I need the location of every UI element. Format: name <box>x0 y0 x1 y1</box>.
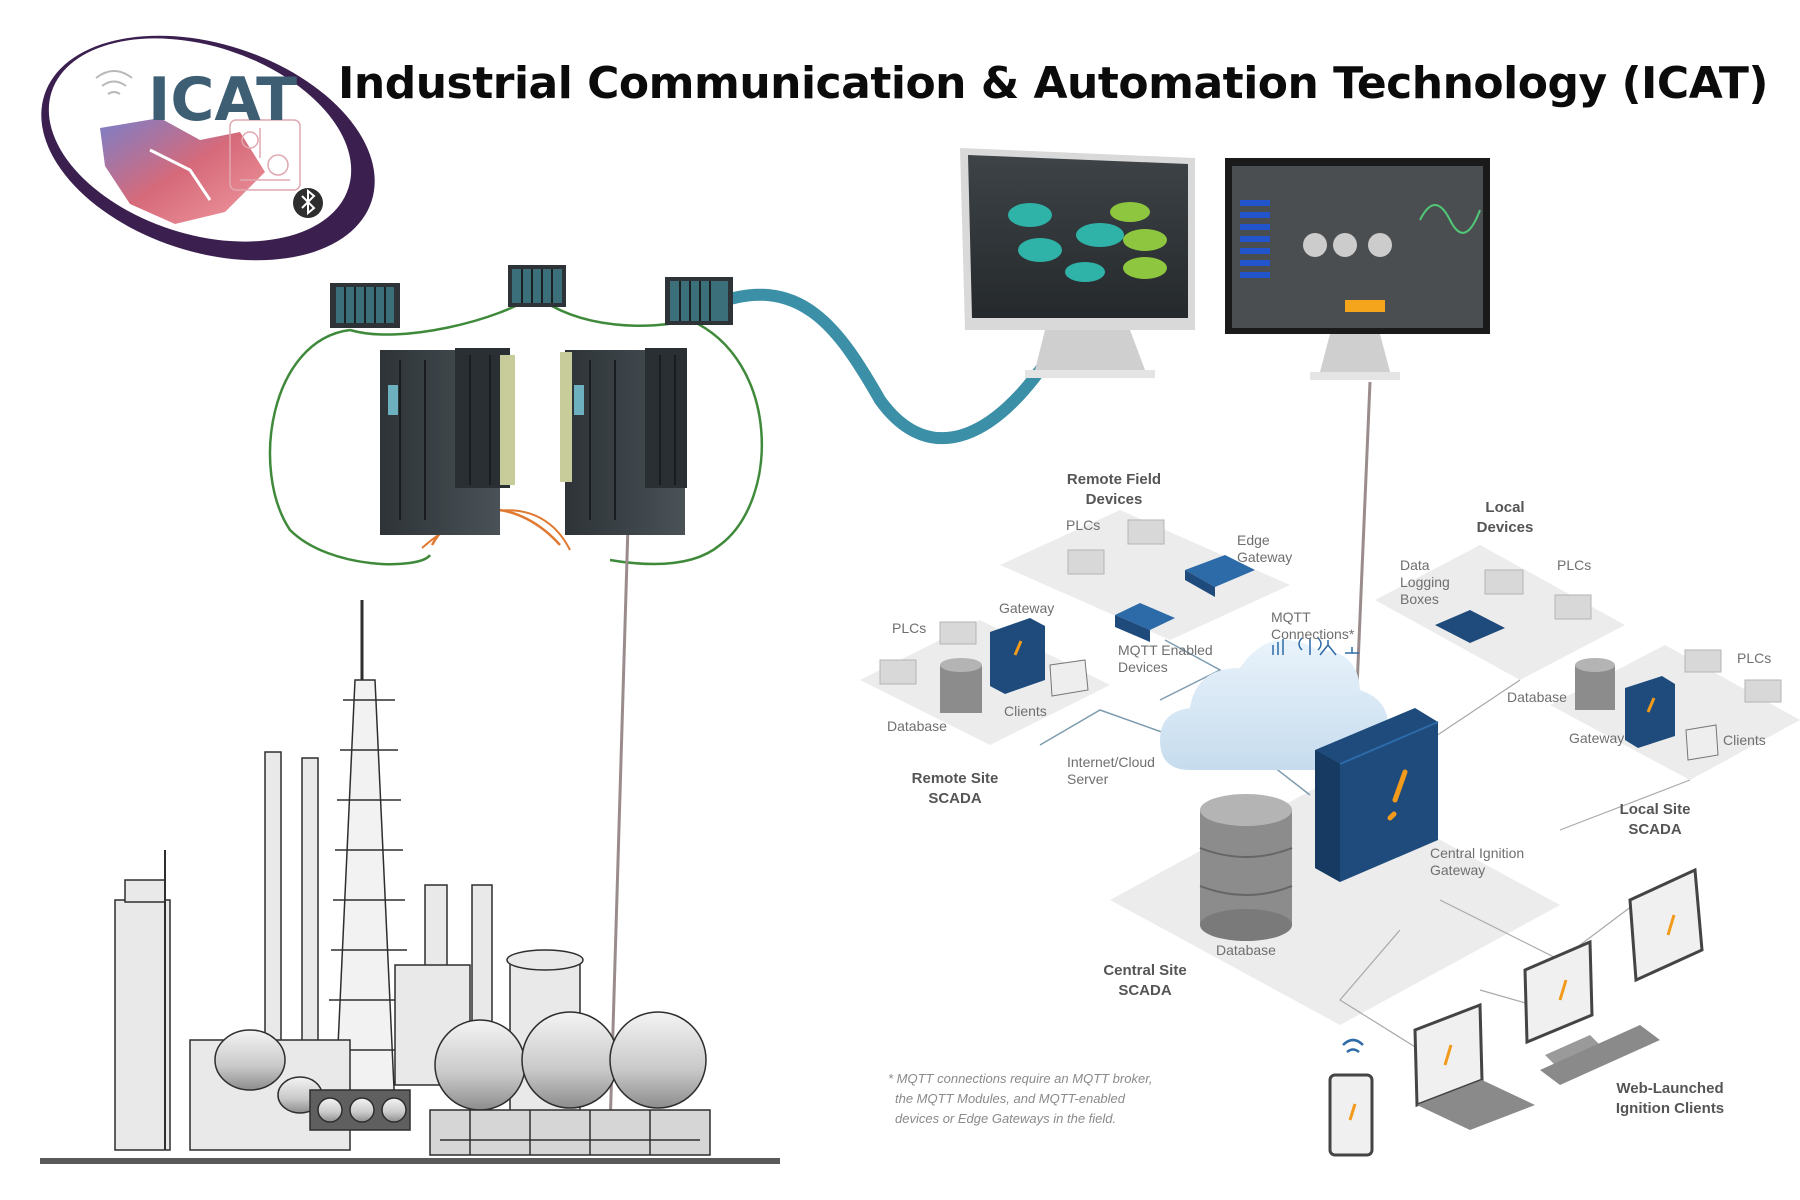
laptop-client-icon <box>1413 1002 1535 1130</box>
data-logging-label: Data <box>1400 557 1430 573</box>
io-module-center <box>508 265 566 307</box>
remote-site-gateway-label: Gateway <box>999 600 1054 616</box>
logo-text: ICAT <box>148 65 297 135</box>
local-devices-plcs-label: PLCs <box>1557 557 1591 573</box>
hmi-monitor-right <box>1225 158 1490 380</box>
central-site-title: Central Site <box>1103 962 1186 979</box>
bluetooth-icon <box>293 188 323 218</box>
central-database-icon <box>1199 794 1293 941</box>
mqtt-enabled-devices-label: MQTT Enabled <box>1118 642 1213 658</box>
remote-database-icon <box>940 658 982 713</box>
local-database-icon <box>1575 658 1615 710</box>
footnote-line1: * MQTT connections require an MQTT broke… <box>888 1071 1152 1086</box>
remote-gateway-server <box>990 618 1045 694</box>
remote-site-clients-label: Clients <box>1004 703 1047 719</box>
plc-icon <box>1554 594 1592 620</box>
plc-icon <box>1067 549 1105 575</box>
scada-architecture: Remote Field Devices PLCs Edge Gateway M… <box>860 471 1800 1157</box>
mqtt-enabled-devices-label-2: Devices <box>1118 659 1168 675</box>
plc-icon <box>1684 649 1722 673</box>
laptop-icon <box>1049 659 1719 761</box>
plc-icon <box>1127 519 1165 545</box>
plc-icon <box>939 621 977 645</box>
plc-icon <box>879 659 917 685</box>
local-devices-title-2: Devices <box>1477 519 1534 536</box>
central-site-title-2: SCADA <box>1118 982 1172 999</box>
data-logging-label-3: Boxes <box>1400 591 1439 607</box>
mqtt-connections-label: MQTT <box>1271 609 1311 625</box>
edge-gateway-label-2: Gateway <box>1237 549 1292 565</box>
central-gateway-label: Central Ignition <box>1430 845 1524 861</box>
cloud-server-label-2: Server <box>1067 771 1109 787</box>
icat-logo: ICAT <box>41 35 375 261</box>
remote-site-title-2: SCADA <box>928 790 982 807</box>
data-logging-box <box>1435 610 1505 643</box>
io-module-left <box>330 283 400 328</box>
central-gateway-label-2: Gateway <box>1430 862 1485 878</box>
cloud-icon <box>1160 639 1389 770</box>
mqtt-connection-icons <box>1272 637 1359 656</box>
local-site-database-label: Database <box>1507 689 1567 705</box>
monitor-client-icon <box>1523 939 1660 1085</box>
edge-gateway-label: Edge <box>1237 532 1270 548</box>
mqtt-connections-label-2: Connections* <box>1271 626 1355 642</box>
cloud-server-label: Internet/Cloud <box>1067 754 1155 770</box>
local-site-title-2: SCADA <box>1628 821 1682 838</box>
footnote-line3: devices or Edge Gateways in the field. <box>895 1111 1116 1126</box>
local-devices-title: Local <box>1485 499 1524 516</box>
local-gateway-server <box>1625 676 1675 748</box>
remote-field-devices-title: Remote Field <box>1067 471 1161 488</box>
local-site-gateway-label: Gateway <box>1569 730 1624 746</box>
remote-site-database-label: Database <box>887 718 947 734</box>
handshake-icon <box>100 118 301 224</box>
plc-rack-right <box>560 348 687 535</box>
local-site-clients-label: Clients <box>1723 732 1766 748</box>
page-title: Industrial Communication & Automation Te… <box>338 58 1768 109</box>
central-database-label: Database <box>1216 942 1276 958</box>
wifi-icon <box>95 70 133 95</box>
local-site-plcs-label: PLCs <box>1737 650 1771 666</box>
phone-client-icon <box>1328 1038 1374 1157</box>
central-gateway-server <box>1315 708 1439 882</box>
remote-field-plcs-label: PLCs <box>1066 517 1100 533</box>
plc-icon <box>1484 569 1524 595</box>
plc-rack-left <box>380 348 515 535</box>
remote-site-title: Remote Site <box>912 770 999 787</box>
mqtt-enabled-devices <box>1115 603 1175 642</box>
local-site-title: Local Site <box>1620 801 1691 818</box>
footnote-line2: the MQTT Modules, and MQTT-enabled <box>895 1091 1126 1106</box>
remote-field-devices-title-2: Devices <box>1086 491 1143 508</box>
io-module-right <box>665 277 733 325</box>
data-logging-label-2: Logging <box>1400 574 1450 590</box>
refinery-illustration <box>40 600 780 1164</box>
edge-gateway-device <box>1185 555 1255 597</box>
remote-site-plcs-label: PLCs <box>892 620 926 636</box>
web-clients-label-2: Ignition Clients <box>1616 1100 1724 1117</box>
web-clients-label: Web-Launched <box>1616 1080 1723 1097</box>
plc-icon <box>1744 679 1782 703</box>
tablet-client-icon <box>1628 867 1704 983</box>
hmi-monitor-left <box>960 148 1195 378</box>
